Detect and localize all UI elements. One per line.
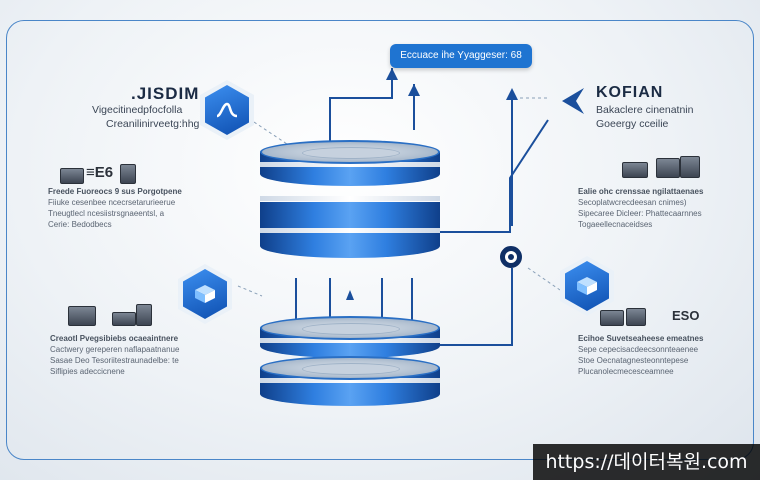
- device-icon-2: [120, 164, 136, 184]
- right-block-1-line: Togaeellecnaceidses: [578, 220, 653, 229]
- left-block-2-line: Creaotl Pvegsibiebs ocaeaintnere: [50, 334, 179, 343]
- arrow-head-left: [386, 68, 398, 80]
- right-block-2-line: Stoe Oecnatagnesteonntepese: [578, 356, 689, 365]
- device-icon: [626, 308, 646, 326]
- line-lower-right: [440, 268, 513, 346]
- left-block-2-line: Siflipies adeccicnene: [50, 367, 125, 376]
- arrow-head-center: [408, 84, 420, 96]
- hex-badge-mid-left: [178, 264, 232, 324]
- right-block-2-line: Ecihoe Suvetseaheese emeatnes: [578, 334, 704, 343]
- left-block-1-line: Tneugtlecl ncesiistrsgnaeentsl, a: [48, 209, 165, 218]
- watermark-url: https://데이터복원.com: [533, 444, 760, 480]
- left-block-1-text: Freede Fuoreocs 9 sus Porgotpene Fiiuke …: [48, 186, 182, 230]
- laptop-icon: [622, 162, 648, 178]
- header-button[interactable]: Eccuace ihe Yyaggeser: 68: [390, 44, 532, 68]
- database-stack-upper: [260, 140, 440, 280]
- right-block-2-line: Plucanolecmecesceamnee: [578, 367, 674, 376]
- line-left-up: [329, 68, 393, 150]
- right-block-1-line: Secoplatwcrecdeesan cnimes): [578, 198, 687, 207]
- left-block-1-line: Fiiuke cesenbee ncecrsetarurieerue: [48, 198, 176, 207]
- right-subtitle-1: Bakaclere cinenatnin: [596, 104, 694, 116]
- outer-frame: [6, 20, 754, 460]
- right-block-2-text: Ecihoe Suvetseaheese emeatnes Sepe cepec…: [578, 333, 703, 377]
- line-right-connector: [440, 119, 549, 233]
- hex-badge-top-left: [200, 80, 254, 140]
- left-title: .JISDIM: [131, 84, 200, 103]
- device-icon: [680, 156, 700, 178]
- right-subtitle-2: Goeergy cceilie: [596, 118, 669, 130]
- wave-icon: [216, 102, 238, 118]
- right-block-2-line: Sepe cepecisacdeecsonnteaenee: [578, 345, 699, 354]
- arrow-logo-icon: [562, 88, 584, 114]
- right-block-1-line: Sipecaree Dicleer: Phattecaarnnes: [578, 209, 702, 218]
- connector-node: [500, 246, 522, 268]
- cube-icon: [195, 285, 215, 303]
- right-block-2-code: ESO: [672, 308, 700, 323]
- left-block-1-code: ≡E6: [86, 164, 114, 181]
- left-block-1-line: Cerie: Bedodbecs: [48, 220, 112, 229]
- left-subtitle-2: Creanilinirveetg:hhg: [106, 118, 200, 130]
- server-icon: [68, 306, 96, 326]
- right-title: KOFIAN: [596, 84, 664, 101]
- device-icon: [600, 310, 624, 326]
- device-icon: [60, 168, 84, 184]
- left-subtitle-1: Vigecitinedpfocfolla: [92, 104, 183, 116]
- left-block-1-line: Freede Fuoreocs 9 sus Porgotpene: [48, 187, 182, 196]
- hex-badge-right: [560, 256, 614, 316]
- arrow-head-right: [506, 88, 518, 100]
- left-block-2-text: Creaotl Pvegsibiebs ocaeaintnere Cactwer…: [50, 333, 179, 377]
- cube-icon: [577, 277, 597, 295]
- left-block-2-line: Sasae Deo Tesoriitestraunadelbe: te: [50, 356, 179, 365]
- left-block-2-line: Cactwery gereperen naflapaatnanue: [50, 345, 180, 354]
- device-icon: [136, 304, 152, 326]
- device-icon: [656, 158, 680, 178]
- right-block-1-text: Ealie ohc crenssae ngilattaenaes Secopla…: [578, 186, 703, 230]
- right-block-1-line: Ealie ohc crenssae ngilattaenaes: [578, 187, 704, 196]
- database-stack-lower: [260, 316, 440, 426]
- device-icon: [112, 312, 136, 326]
